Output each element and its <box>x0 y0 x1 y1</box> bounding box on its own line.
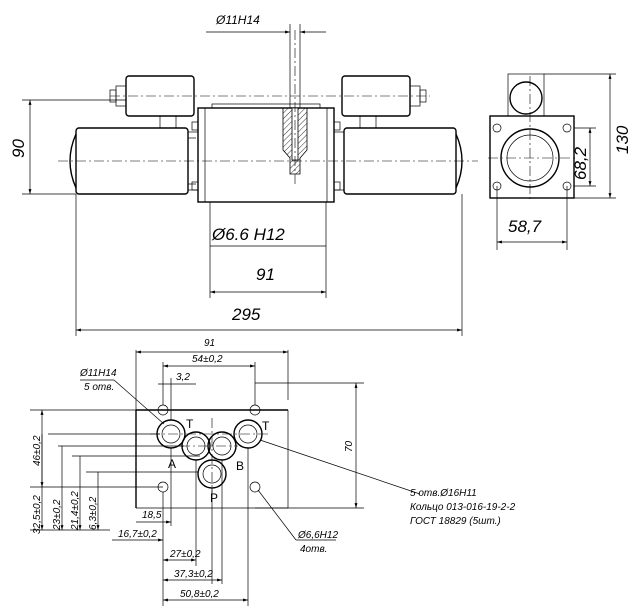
bore-note-line1: Ø11H14 <box>79 368 117 379</box>
left-connector <box>109 75 195 128</box>
bore-note-line2: 5 отв. <box>84 382 114 393</box>
dim-3-2: 3,2 <box>176 372 190 383</box>
dim-6-3: 6,3±0,2 <box>88 496 99 530</box>
dim-18-5: 18,5 <box>142 510 162 521</box>
dim-32-5: 32,5±0,2 <box>32 495 43 534</box>
dim-end-width: 58,7 <box>508 217 542 236</box>
dim-16-7: 16,7±0,2 <box>118 529 157 540</box>
dim-37-3: 37,3±0,2 <box>174 569 213 580</box>
dim-27: 27±0,2 <box>169 549 201 560</box>
right-connector <box>341 75 427 128</box>
end-view: 130 68,2 58,7 <box>488 73 632 250</box>
dim-21-4: 21,4±0,2 <box>70 491 81 531</box>
holes-note-line1: Ø6,6H12 <box>297 530 338 541</box>
dim-body-width: 91 <box>256 265 275 284</box>
side-view: Ø11H14 90 Ø6.6 H12 91 295 <box>9 13 478 336</box>
port-P-label: P <box>210 491 218 505</box>
dim-side-height: 90 <box>9 139 28 158</box>
dim-face-width: 91 <box>204 338 215 349</box>
port-holes <box>156 419 263 489</box>
holes-note-line2: 4отв. <box>300 544 327 555</box>
dim-70: 70 <box>344 440 355 452</box>
dim-46: 46±0,2 <box>32 435 43 466</box>
dim-54: 54±0,2 <box>192 354 223 365</box>
dim-port-offset: 68,2 <box>571 146 590 180</box>
dim-bore-top: Ø11H14 <box>215 13 260 27</box>
dim-23: 23±0,2 <box>52 499 63 531</box>
port-B-label: B <box>236 459 244 473</box>
dim-bore-mid: Ø6.6 H12 <box>211 225 285 244</box>
mounting-face: T T A B P 91 54±0,2 3,2 70 Ø11H14 5 отв.… <box>30 338 516 606</box>
dim-end-height: 130 <box>613 125 632 154</box>
dim-50-8: 50,8±0,2 <box>180 589 219 600</box>
port-T-left-label: T <box>186 417 194 431</box>
valve-body <box>191 103 341 203</box>
oring-note-line1: 5 отв.Ø16H11 <box>410 488 477 499</box>
dim-total-length: 295 <box>231 305 261 324</box>
oring-note-line2: Кольцо 013-016-19-2-2 <box>410 502 516 513</box>
port-T-right-label: T <box>262 419 270 433</box>
port-A-label: A <box>168 457 176 471</box>
oring-note-line3: ГОСТ 18829 (5шт.) <box>410 516 501 527</box>
